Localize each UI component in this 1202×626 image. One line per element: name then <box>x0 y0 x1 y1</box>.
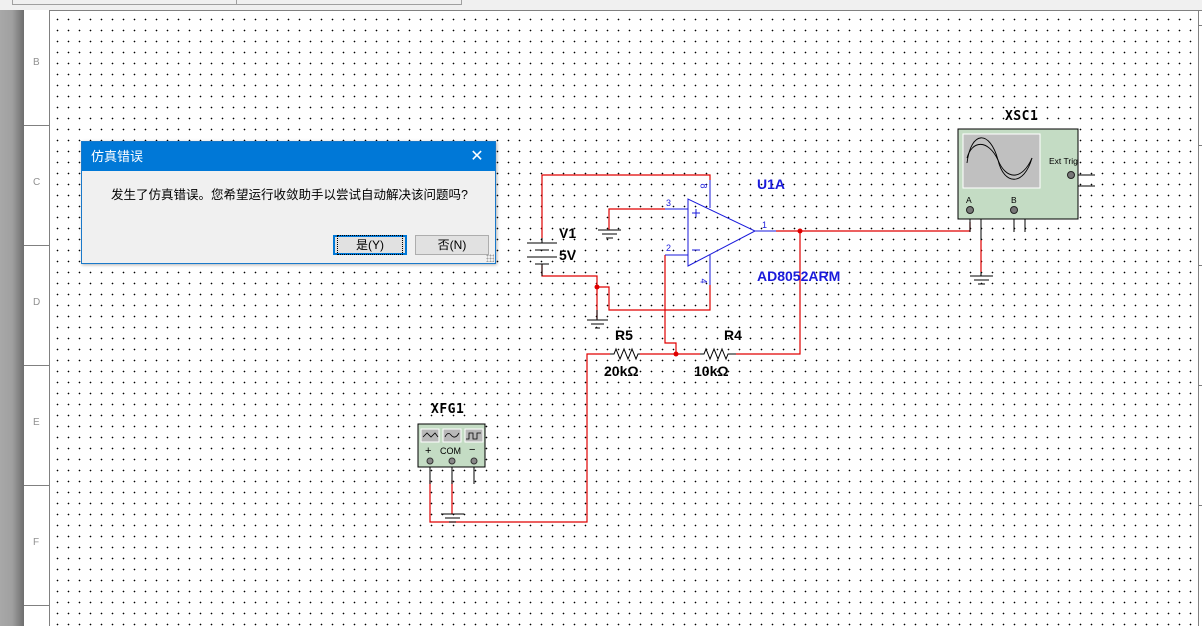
junction-dot <box>797 228 803 234</box>
ruler-tick <box>1198 505 1202 506</box>
ruler-label-d: D <box>33 297 41 308</box>
toolbar-segment <box>236 0 462 5</box>
ruler-label-f: F <box>33 537 40 548</box>
simulation-error-dialog: 仿真错误 ✕ 发生了仿真错误。您希望运行收敛助手以尝试自动解决该问题吗? 是(Y… <box>81 141 496 264</box>
dialog-title: 仿真错误 <box>91 149 144 164</box>
fg-plus-label: + <box>425 445 432 457</box>
wire-node-to-pin2[interactable] <box>664 255 677 354</box>
ruler-divider <box>24 485 49 486</box>
workspace-left-bar <box>0 10 24 626</box>
oscilloscope-xsc1[interactable] <box>957 128 1079 220</box>
ruler-divider <box>24 605 49 606</box>
yes-button-label: 是(Y) <box>337 235 403 255</box>
wires <box>429 174 982 523</box>
sheet-right-border <box>1198 10 1199 626</box>
pin-label-3: 3 <box>666 198 672 208</box>
ruler-tick <box>1198 145 1202 146</box>
wire-r5-to-fg[interactable] <box>429 353 610 523</box>
resistor-r4[interactable] <box>700 347 736 361</box>
channel-b-terminal[interactable] <box>1010 206 1018 214</box>
ground-symbol <box>970 272 993 285</box>
fg-minus-label: − <box>469 444 476 456</box>
scope-screen <box>962 133 1041 189</box>
no-button[interactable]: 否(N) <box>415 235 489 255</box>
battery-refdes: V1 <box>559 225 577 241</box>
ground-symbol <box>441 513 464 523</box>
sheet-border-ruler: B C D E F <box>24 10 50 626</box>
wire-pin3-to-ground[interactable] <box>608 208 665 230</box>
ruler-divider <box>24 125 49 126</box>
sine-wave-icon[interactable] <box>442 428 462 443</box>
wire-v1-to-pin8[interactable] <box>541 174 711 238</box>
close-icon[interactable]: ✕ <box>470 148 484 165</box>
r4-refdes: R4 <box>724 327 742 343</box>
dialog-title-bar[interactable]: 仿真错误 ✕ <box>82 142 495 171</box>
fg-plus-terminal[interactable] <box>426 457 434 465</box>
junction-dot <box>594 284 600 290</box>
square-wave-icon[interactable] <box>464 428 484 443</box>
ruler-label-e: E <box>33 417 40 428</box>
function-generator-refdes: XFG1 <box>431 402 465 417</box>
r4-value: 10kΩ <box>694 363 729 379</box>
junction-dot <box>673 351 679 357</box>
function-generator-xfg1[interactable] <box>417 423 486 468</box>
fg-com-terminal[interactable] <box>448 457 456 465</box>
ruler-tick <box>1198 25 1202 26</box>
resistor-r5[interactable] <box>610 347 640 361</box>
ground-symbol <box>598 229 621 239</box>
resize-grip[interactable] <box>486 254 494 262</box>
channel-b-label: B <box>1011 195 1017 205</box>
fg-com-label: COM <box>440 446 461 456</box>
ruler-tick <box>1198 385 1202 386</box>
fg-minus-terminal[interactable] <box>470 457 478 465</box>
ruler-label-c: C <box>33 177 41 188</box>
wire-node-to-pin4[interactable] <box>597 285 711 311</box>
ruler-label-b: B <box>33 57 40 68</box>
ruler-tick <box>1198 265 1202 266</box>
wire-out-to-r4[interactable] <box>736 231 801 355</box>
ext-trig-terminal[interactable] <box>1067 171 1075 179</box>
opamp-part-number: AD8052ARM <box>757 268 841 284</box>
yes-button[interactable]: 是(Y) <box>333 235 407 255</box>
r5-value: 20kΩ <box>604 363 639 379</box>
battery-v1[interactable] <box>527 238 557 276</box>
dialog-message: 发生了仿真错误。您希望运行收敛助手以尝试自动解决该问题吗? <box>111 188 468 202</box>
wire-v1-neg-to-node[interactable] <box>541 265 598 319</box>
opamp-u1a[interactable] <box>665 180 776 285</box>
opamp-refdes: U1A <box>757 176 786 192</box>
pin-label-2: 2 <box>666 243 672 253</box>
ext-trig-label: Ext Trig <box>1049 156 1078 166</box>
channel-a-label: A <box>966 195 972 205</box>
r5-refdes: R5 <box>615 327 633 343</box>
ruler-divider <box>24 365 49 366</box>
schematic-canvas[interactable] <box>50 10 1198 626</box>
channel-a-terminal[interactable] <box>966 206 974 214</box>
pin-label-4: 4 <box>698 278 709 284</box>
pin-label-1: 1 <box>762 220 768 230</box>
pin-label-8: 8 <box>698 183 709 189</box>
oscilloscope-refdes: XSC1 <box>1005 109 1039 124</box>
ground-symbol <box>587 310 608 329</box>
ruler-divider <box>24 245 49 246</box>
wire-out-to-scope[interactable] <box>776 222 971 232</box>
battery-value: 5V <box>559 247 577 263</box>
